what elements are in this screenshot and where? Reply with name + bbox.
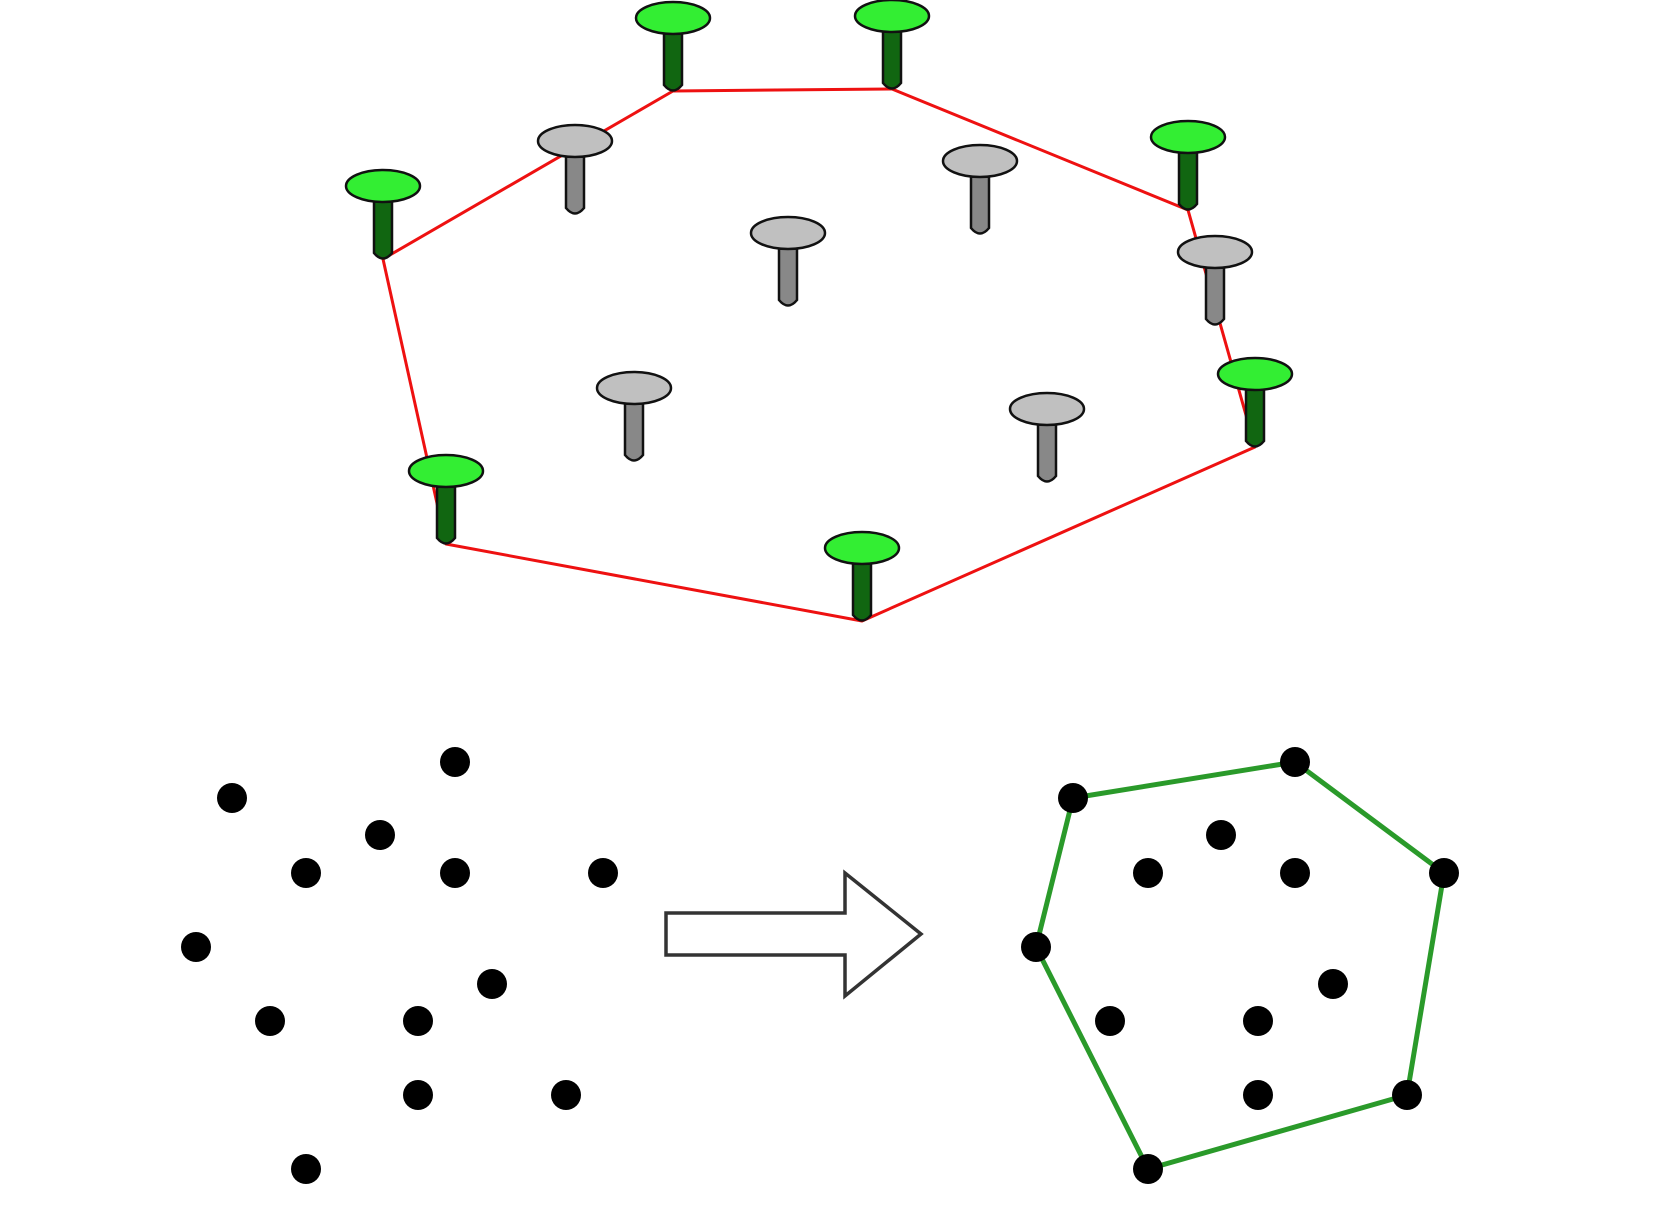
right-arrow-icon — [664, 869, 924, 1000]
pin-shaft — [969, 159, 991, 235]
hull-vertex-point — [1280, 747, 1310, 777]
point — [440, 858, 470, 888]
point — [588, 858, 618, 888]
thumbtack-pin-icon — [344, 168, 422, 260]
thumbtack-pin-icon — [823, 530, 901, 622]
point — [477, 969, 507, 999]
hull-vertex-point — [1021, 932, 1051, 962]
interior-point — [1318, 969, 1348, 999]
pin-head — [853, 0, 931, 34]
point — [291, 1154, 321, 1184]
pin-shaft — [564, 139, 586, 215]
pin-shaft — [777, 231, 799, 307]
pin-head — [1149, 119, 1227, 155]
pins-layer — [344, 0, 1294, 622]
interior-point — [1243, 1006, 1273, 1036]
interior-point — [1243, 1080, 1273, 1110]
thumbtack-pin-icon — [749, 215, 827, 307]
thumbtack-pin-icon — [407, 453, 485, 545]
pin-head — [344, 168, 422, 204]
thumbtack-pin-icon — [634, 0, 712, 92]
arrow-shape — [664, 869, 924, 1000]
interior-point — [1133, 858, 1163, 888]
point — [255, 1006, 285, 1036]
point — [440, 747, 470, 777]
point — [217, 783, 247, 813]
pin-head — [823, 530, 901, 566]
point — [365, 820, 395, 850]
interior-point — [1206, 820, 1236, 850]
point — [403, 1080, 433, 1110]
thumbtack-pin-icon — [853, 0, 931, 90]
pin-shaft — [662, 16, 684, 92]
thumbtack-pin-icon — [1149, 119, 1227, 211]
pin-shaft — [1177, 135, 1199, 211]
hull-vertex-point — [1429, 858, 1459, 888]
pin-head — [1176, 234, 1254, 270]
point — [181, 932, 211, 962]
point — [291, 858, 321, 888]
thumbtack-pin-icon — [1008, 391, 1086, 483]
thumbtack-pin-icon — [1216, 356, 1294, 448]
pin-shaft — [372, 184, 394, 260]
rubber-band-hull — [381, 87, 1257, 623]
pin-head — [1216, 356, 1294, 392]
pin-shaft — [1244, 372, 1266, 448]
thumbtack-pin-icon — [941, 143, 1019, 235]
convex-hull-result-panel — [1021, 747, 1459, 1184]
pin-head — [595, 370, 673, 406]
pin-head — [407, 453, 485, 489]
thumbtack-pin-icon — [1176, 234, 1254, 326]
scattered-points-panel — [181, 747, 618, 1184]
pin-shaft — [1204, 250, 1226, 326]
pin-shaft — [851, 546, 873, 622]
thumbtack-pin-icon — [536, 123, 614, 215]
pin-shaft — [623, 386, 645, 462]
pin-shaft — [435, 469, 457, 545]
pin-head — [536, 123, 614, 159]
pin-head — [634, 0, 712, 36]
pin-shaft — [1036, 407, 1058, 483]
point — [551, 1080, 581, 1110]
pin-head — [749, 215, 827, 251]
pins-and-rubber-band-panel — [344, 0, 1294, 623]
pin-head — [1008, 391, 1086, 427]
interior-point — [1095, 1006, 1125, 1036]
pin-head — [941, 143, 1019, 179]
point — [403, 1006, 433, 1036]
hull-vertex-point — [1133, 1154, 1163, 1184]
hull-vertex-point — [1392, 1080, 1422, 1110]
hull-points-layer — [1021, 747, 1459, 1184]
pin-shaft — [881, 14, 903, 90]
interior-point — [1280, 858, 1310, 888]
thumbtack-pin-icon — [595, 370, 673, 462]
hull-vertex-point — [1058, 783, 1088, 813]
